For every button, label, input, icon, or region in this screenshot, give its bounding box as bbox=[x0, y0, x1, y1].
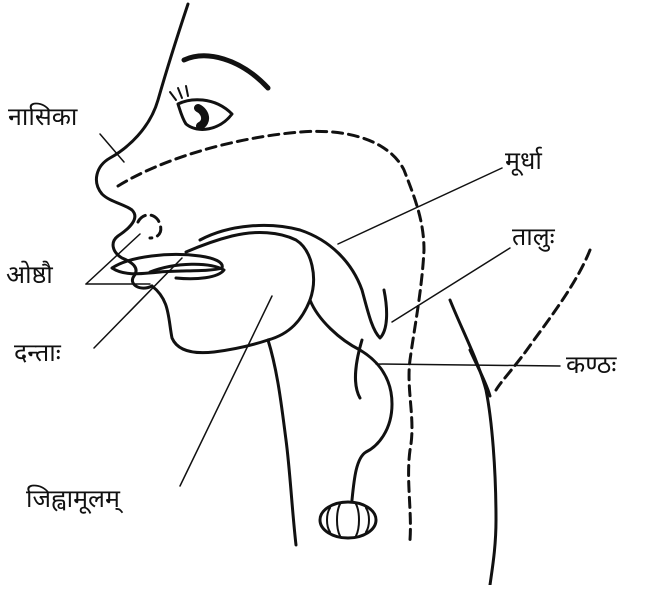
nasal-dashed bbox=[138, 215, 161, 238]
eyelashes bbox=[170, 86, 188, 100]
eyebrow bbox=[184, 56, 268, 88]
tongue bbox=[152, 233, 314, 353]
soft-palate bbox=[200, 225, 387, 338]
label-jihvamula: जिह्वामूलम् bbox=[26, 486, 120, 511]
neck-inner bbox=[470, 350, 490, 396]
pharynx-front bbox=[268, 340, 296, 545]
eye-pupil bbox=[198, 108, 205, 126]
leader-kantha bbox=[376, 364, 560, 366]
leader-murdha bbox=[338, 168, 502, 244]
leader-jihvamula bbox=[180, 296, 272, 486]
label-oshthau: ओष्ठौ bbox=[6, 262, 53, 287]
label-murdha: मूर्धा bbox=[505, 148, 542, 173]
neck-back bbox=[450, 300, 496, 585]
larynx-ring bbox=[320, 502, 376, 538]
label-kantha: कण्ठः bbox=[566, 352, 616, 377]
pharynx-back bbox=[310, 300, 392, 500]
leader-danta bbox=[94, 258, 182, 348]
label-danta: दन्ताः bbox=[14, 340, 61, 365]
leader-talu bbox=[392, 248, 510, 322]
label-nasika: नासिका bbox=[8, 104, 77, 129]
label-talu: तालुः bbox=[512, 224, 555, 249]
larynx-ridges bbox=[327, 504, 369, 536]
